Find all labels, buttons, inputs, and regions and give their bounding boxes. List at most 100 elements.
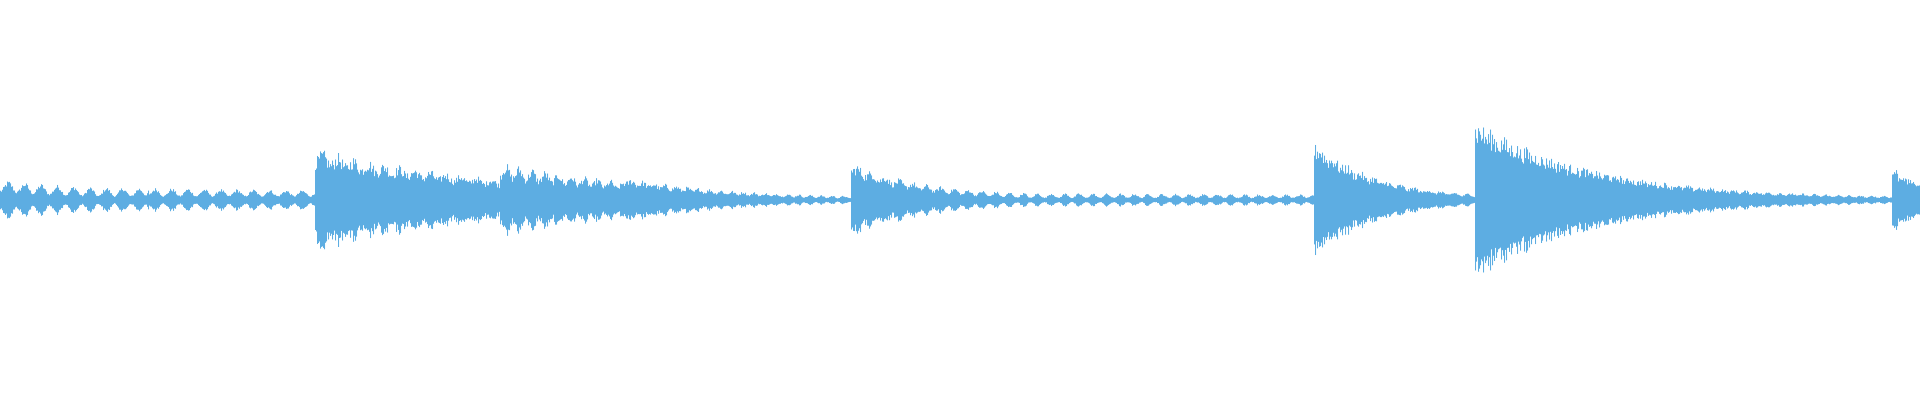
waveform-peak [1849, 195, 1851, 205]
waveform-peak [1019, 197, 1021, 203]
waveform-peak [1483, 127, 1485, 273]
waveform-peak [916, 186, 918, 214]
waveform-peak [974, 196, 976, 204]
waveform-peak [1700, 189, 1702, 211]
waveform-peak [493, 181, 495, 219]
waveform-peak [391, 176, 393, 224]
waveform-peak [1912, 183, 1914, 217]
waveform-peak [1307, 197, 1309, 203]
waveform-peak [1721, 190, 1723, 210]
waveform-peak [650, 185, 652, 215]
waveform-peak [1497, 147, 1499, 253]
waveform-peak [1552, 167, 1554, 233]
waveform-peak [1578, 171, 1580, 229]
waveform-peak [1569, 166, 1571, 234]
waveform-peak [1081, 194, 1083, 206]
waveform-peak [854, 168, 856, 232]
waveform-peak [934, 192, 936, 208]
waveform-peak [635, 184, 637, 216]
waveform-peak [1579, 177, 1581, 223]
waveform-peak [1420, 190, 1422, 210]
waveform-peak [427, 175, 429, 225]
waveform-peak [914, 182, 916, 218]
waveform-peak [197, 196, 199, 204]
waveform-peak [1196, 197, 1198, 203]
waveform-peak [1652, 185, 1654, 215]
waveform-peak [1221, 196, 1223, 204]
waveform-peak [1277, 197, 1279, 203]
waveform-peak [1410, 188, 1412, 212]
waveform-peak [82, 196, 84, 204]
waveform-peak [200, 192, 202, 208]
waveform-peak [1542, 159, 1544, 241]
waveform-peak [100, 195, 102, 205]
waveform-peak [1718, 191, 1720, 209]
waveform-peak [1123, 195, 1125, 205]
waveform-peak [894, 182, 896, 218]
waveform-peak [1287, 194, 1289, 206]
waveform-peak [318, 157, 320, 243]
waveform-peak [1114, 197, 1116, 203]
waveform-peak [972, 192, 974, 208]
waveform-peak [1682, 190, 1684, 210]
waveform-peak [942, 188, 944, 212]
waveform-peak [1698, 188, 1700, 212]
waveform-peak [494, 181, 496, 219]
waveform-peak [158, 191, 160, 209]
waveform-peak [1186, 196, 1188, 204]
waveform-peak [1556, 172, 1558, 228]
waveform-peak [782, 196, 784, 204]
waveform-peak [389, 175, 391, 225]
waveform-peak [1347, 172, 1349, 228]
waveform-peak [822, 196, 824, 204]
waveform-peak [1054, 196, 1056, 204]
waveform-peak [226, 194, 228, 206]
waveform-peak [1150, 196, 1152, 204]
waveform-peak [1740, 193, 1742, 207]
waveform-peak [112, 195, 114, 205]
waveform-peak [1859, 195, 1861, 205]
waveform-peak [190, 191, 192, 209]
waveform-peak [518, 166, 520, 234]
waveform-peak [665, 183, 667, 217]
waveform-peak [956, 189, 958, 211]
waveform-peak [966, 191, 968, 209]
waveform-peak [215, 193, 217, 207]
waveform-peak [12, 186, 14, 214]
waveform-peak [327, 167, 329, 233]
waveform-peak [933, 190, 935, 210]
waveform-peak [722, 191, 724, 209]
waveform-peak [627, 181, 629, 219]
waveform-peak [1898, 181, 1900, 219]
waveform-peak [257, 194, 259, 206]
waveform-peak [415, 170, 417, 230]
waveform-peak [888, 183, 890, 217]
waveform-peak [196, 196, 198, 204]
waveform-peak [1776, 195, 1778, 205]
waveform-peak [465, 181, 467, 219]
waveform-peak [450, 182, 452, 218]
waveform-peak [1532, 160, 1534, 240]
waveform-peak [1326, 159, 1328, 241]
waveform-peak [71, 188, 73, 212]
waveform-peak [818, 196, 820, 204]
waveform-peak [577, 187, 579, 213]
waveform-peak [167, 193, 169, 207]
waveform-peak [1612, 177, 1614, 223]
waveform-peak [893, 187, 895, 213]
waveform-peak [1093, 193, 1095, 207]
waveform-peak [1460, 195, 1462, 205]
waveform-peak [1599, 172, 1601, 228]
waveform-peak [923, 188, 925, 212]
waveform-peak [175, 191, 177, 209]
waveform-peak [1852, 196, 1854, 204]
waveform-peak [1615, 176, 1617, 224]
waveform-peak [478, 176, 480, 224]
waveform-peak [707, 190, 709, 210]
waveform-peak [1515, 157, 1517, 243]
waveform-peak [936, 189, 938, 211]
waveform-peak [406, 178, 408, 222]
waveform-peak [376, 171, 378, 229]
